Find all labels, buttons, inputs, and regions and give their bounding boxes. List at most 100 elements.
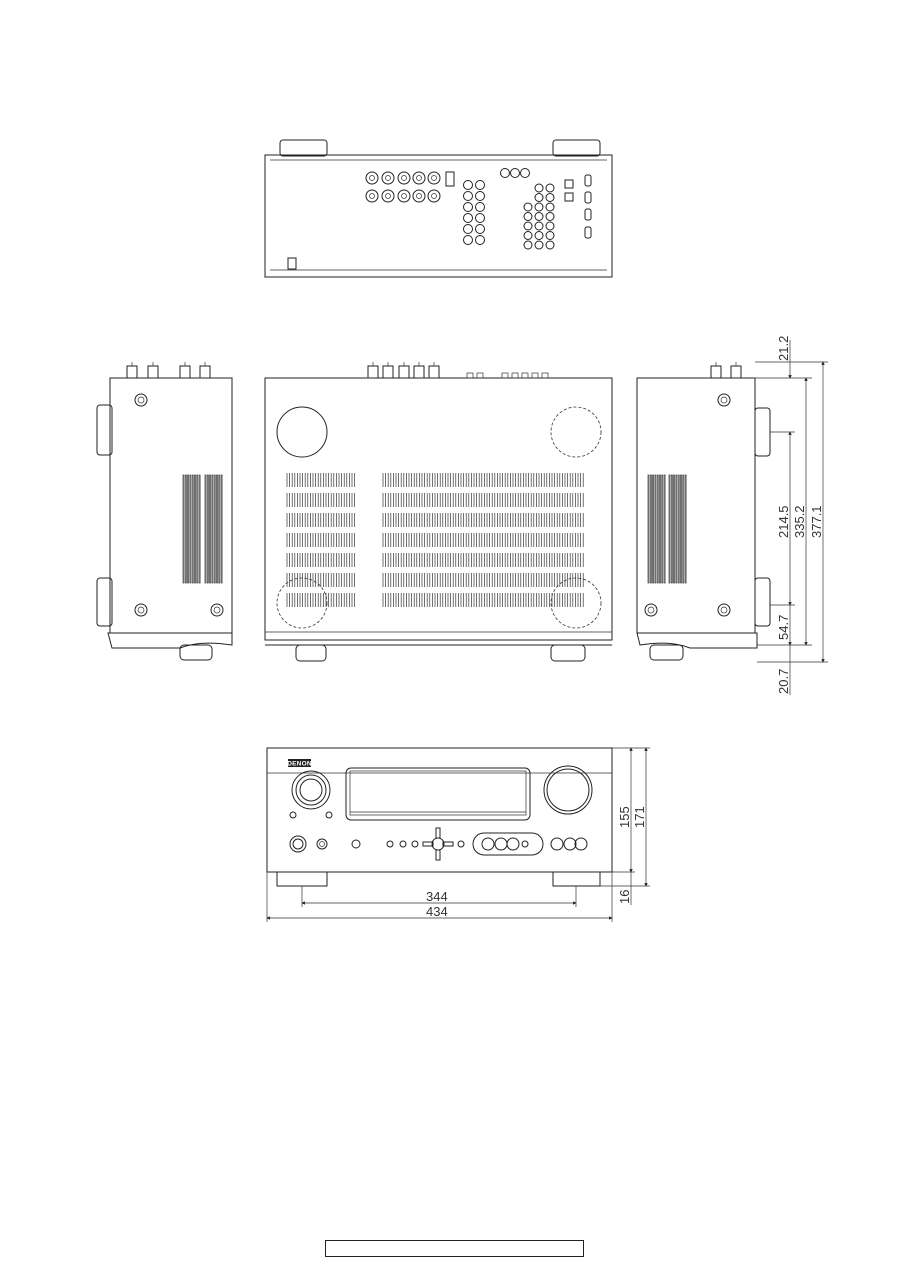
rca-jack	[475, 213, 485, 223]
vent-slot	[182, 474, 185, 584]
rca-jack	[534, 183, 544, 193]
rear-foot-right	[552, 139, 601, 157]
rca-jack	[412, 171, 426, 185]
vent-slot	[649, 474, 652, 584]
rca-jack	[534, 231, 544, 240]
rca-jack-core	[416, 175, 422, 181]
rca-jack	[463, 224, 473, 234]
rear-connector	[501, 372, 509, 379]
vent-slot	[677, 474, 680, 584]
speaker-terminal	[710, 365, 722, 379]
rca-jack-core	[369, 175, 375, 181]
hdmi-port	[584, 226, 592, 239]
rca-jack	[545, 183, 555, 193]
vent-slot	[198, 474, 201, 584]
vent-slot	[196, 474, 199, 584]
vent-slot	[682, 474, 685, 584]
brand-badge-text: DENON	[287, 761, 312, 768]
rca-jack	[523, 231, 533, 240]
rca-jack	[510, 168, 520, 178]
dim-335-2: 335.2	[792, 505, 807, 538]
brand-logo	[288, 759, 311, 767]
rca-jack-core	[431, 193, 437, 199]
rca-jack-core	[385, 175, 391, 181]
rca-jack	[475, 224, 485, 234]
front-view: DENON	[266, 747, 613, 887]
rca-jack-core	[431, 175, 437, 181]
dim-54-7: 54.7	[776, 615, 791, 640]
vent-slot	[656, 474, 659, 584]
rear-connector	[541, 372, 549, 379]
front-foot-right	[552, 871, 601, 887]
dim-21-2: 21.2	[776, 336, 791, 361]
rear-jacks	[365, 168, 592, 250]
side-vents-right	[647, 474, 687, 584]
rear-foot-left	[279, 139, 328, 157]
rear-connector	[466, 372, 474, 379]
rca-jack	[463, 202, 473, 212]
vent-slot	[189, 474, 192, 584]
rca-jack	[534, 193, 544, 202]
hdmi-port	[584, 191, 592, 204]
rca-jack	[545, 212, 555, 221]
rca-jack-core	[401, 193, 407, 199]
rear-connector	[511, 372, 519, 379]
power-inlet	[287, 257, 297, 270]
dim-155: 155	[617, 806, 632, 828]
dim-344: 344	[426, 889, 448, 904]
rca-jack	[463, 235, 473, 245]
rca-jack	[365, 189, 379, 203]
dim-171: 171	[632, 806, 647, 828]
speaker-terminal	[413, 365, 425, 379]
vent-slot	[663, 474, 666, 584]
vent-slot	[187, 474, 189, 584]
vent-slot	[206, 474, 209, 584]
vent-slot	[647, 474, 650, 584]
rca-jack	[463, 180, 473, 190]
speaker-terminal	[730, 365, 742, 379]
left-side-view	[96, 362, 233, 661]
rca-jack	[475, 180, 485, 190]
dim-434: 434	[426, 904, 448, 919]
rear-view	[264, 139, 613, 278]
rca-jack	[397, 171, 411, 185]
rca-jack	[427, 189, 441, 203]
speaker-terminal	[367, 365, 379, 379]
rca-jack	[545, 193, 555, 202]
rca-jack	[381, 189, 395, 203]
rca-jack	[534, 202, 544, 212]
rca-jack	[475, 202, 485, 212]
rca-jack	[534, 240, 544, 250]
rca-jack	[520, 168, 530, 178]
speaker-terminal	[382, 365, 394, 379]
right-side-view	[636, 362, 771, 661]
antenna-terminal	[445, 171, 455, 187]
rca-jack	[545, 231, 555, 240]
rca-jack	[397, 189, 411, 203]
rca-jack	[463, 191, 473, 201]
vent-slot	[213, 474, 216, 584]
rca-jack	[365, 171, 379, 185]
rca-jack	[545, 240, 555, 250]
vent-slot	[220, 474, 223, 584]
rca-jack-core	[369, 193, 375, 199]
depth-dimensions: 21.2 214.5 335.2 377.1 54.7 20.7	[755, 336, 828, 695]
speaker-terminal	[147, 365, 159, 379]
rca-jack	[545, 202, 555, 212]
hdmi-port	[584, 174, 592, 187]
dim-16: 16	[617, 890, 632, 904]
front-dimensions: 155 171 16 344 434	[266, 747, 650, 922]
rca-jack	[500, 168, 510, 178]
speaker-terminal	[179, 365, 191, 379]
rca-jack	[523, 240, 533, 250]
hdmi-port	[584, 208, 592, 221]
vent-slot	[218, 474, 221, 584]
vent-slot	[684, 474, 687, 584]
vent-slot	[211, 474, 214, 584]
dim-20-7: 20.7	[776, 669, 791, 694]
rca-jack-core	[385, 193, 391, 199]
vent-slot	[661, 474, 664, 584]
rca-jack	[523, 212, 533, 221]
rca-jack	[523, 202, 533, 212]
rca-jack	[463, 213, 473, 223]
